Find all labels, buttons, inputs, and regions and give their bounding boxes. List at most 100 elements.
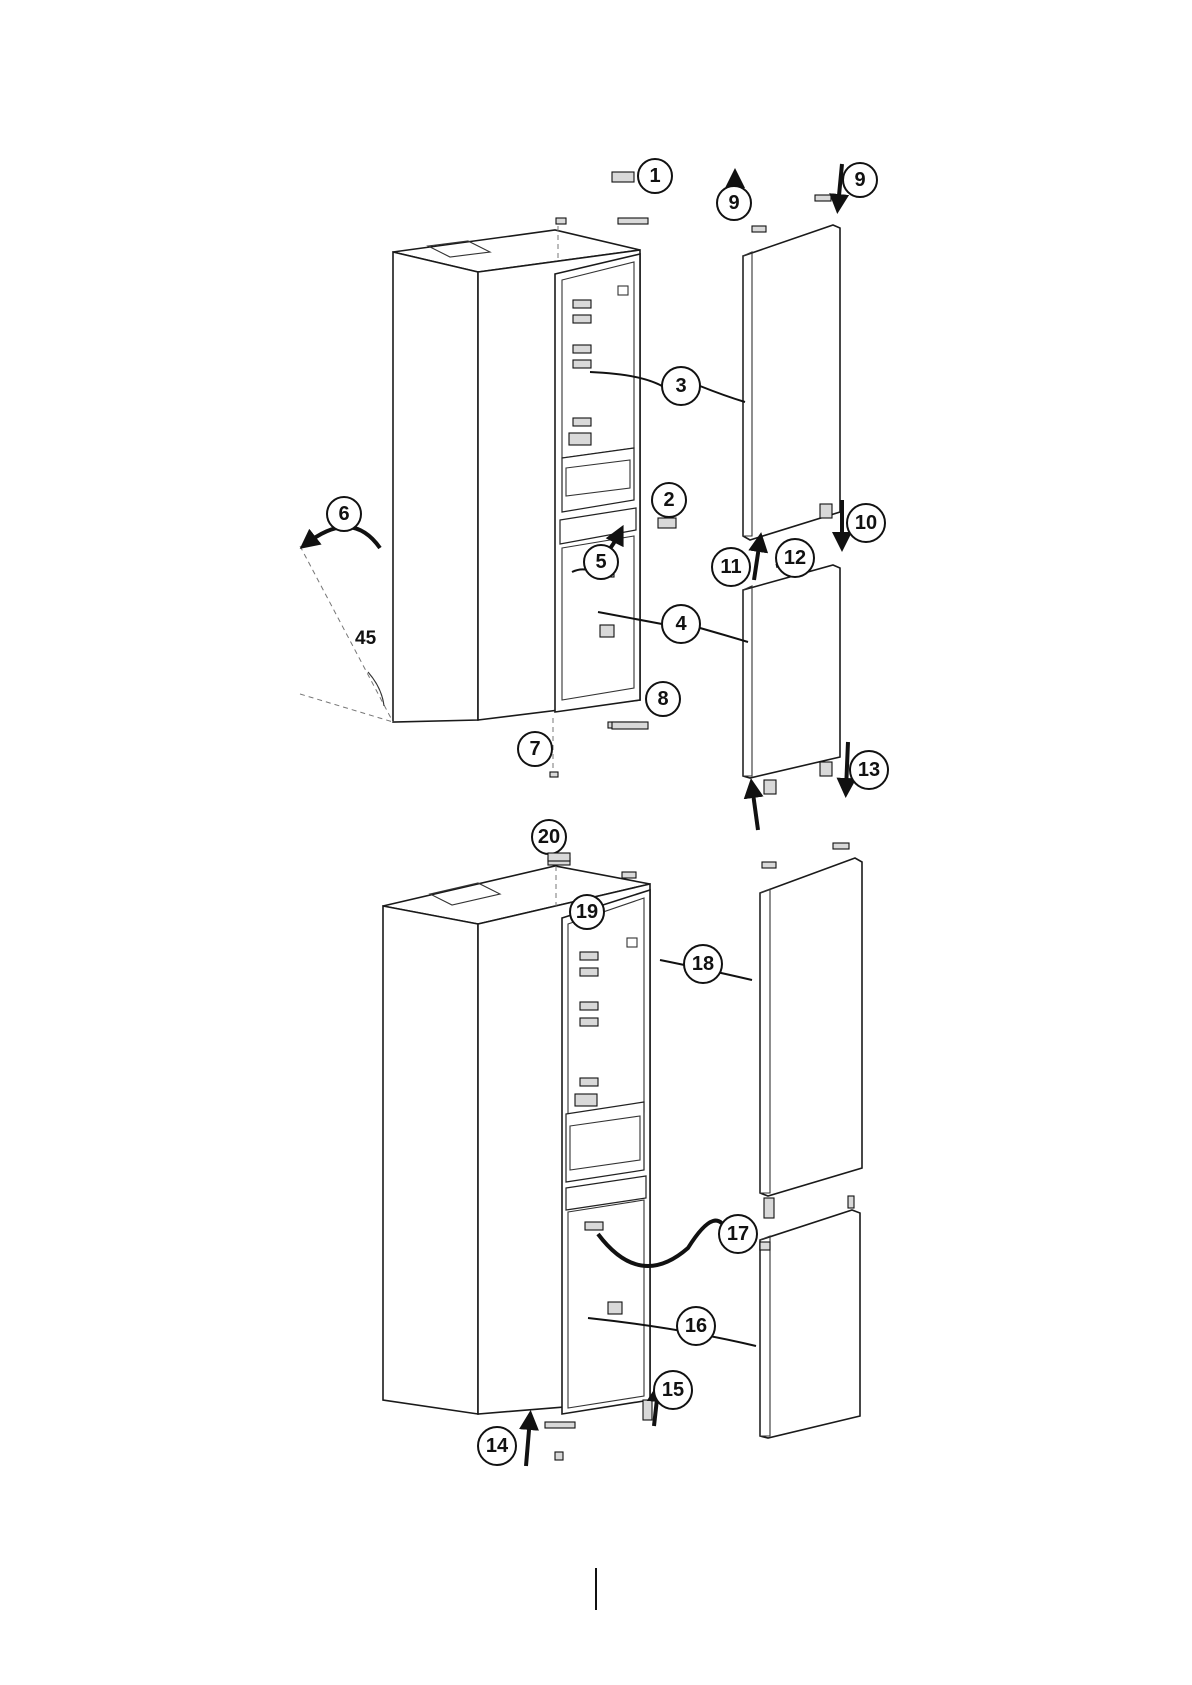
callout-number-11: 11	[720, 556, 741, 578]
top-shelf-bracket	[573, 360, 591, 368]
top-freezer-hinge-cover	[600, 625, 614, 637]
bottom-top-screws	[622, 872, 636, 878]
callout-number-13: 13	[858, 759, 880, 781]
callout-6: 6	[327, 497, 361, 531]
top-lower-hinge-pin	[764, 780, 776, 794]
callout-number-6: 6	[338, 503, 349, 525]
top-lower-door	[743, 565, 840, 794]
top-thermostat	[569, 433, 591, 445]
top-upper-door-panel	[743, 225, 840, 540]
top-shelf-bracket	[573, 315, 591, 323]
callout-number-12: 12	[784, 547, 806, 569]
callout-9-left: 9	[717, 186, 751, 220]
callout-number-4: 4	[675, 613, 687, 635]
bottom-crisper-drawer	[566, 1102, 644, 1182]
leader-4-right	[700, 628, 748, 642]
callout-12: 12	[776, 539, 814, 577]
top-hinge-screw	[556, 218, 566, 224]
bottom-lower-door-hinge	[760, 1242, 770, 1250]
callout-number-10: 10	[855, 512, 877, 534]
top-shelf-bracket	[573, 418, 591, 426]
bottom-shelf-bracket	[580, 1018, 598, 1026]
callout-3: 3	[662, 367, 700, 405]
callout-number-9-left: 9	[728, 192, 739, 214]
arrow-13-up	[752, 786, 758, 830]
part-2-hinge	[658, 518, 676, 528]
callout-number-20: 20	[538, 826, 560, 848]
bottom-upper-door-cap	[762, 862, 776, 868]
callout-number-7: 7	[529, 738, 540, 760]
bottom-shelf-bracket	[580, 968, 598, 976]
top-upper-door-cap-right	[815, 195, 831, 201]
callout-18: 18	[684, 945, 722, 983]
top-shelf-bracket	[573, 345, 591, 353]
callout-14: 14	[478, 1427, 516, 1465]
bottom-fridge-cabinet	[383, 858, 652, 1460]
callout-10: 10	[847, 504, 885, 542]
top-foot-screw	[550, 772, 558, 777]
leader-3-right	[700, 386, 745, 402]
callout-13: 13	[850, 751, 888, 789]
callout-number-3: 3	[675, 375, 686, 397]
callout-number-18: 18	[692, 953, 714, 975]
callout-5: 5	[584, 545, 618, 579]
part-20-hinge-cover	[548, 853, 570, 861]
bottom-lower-door-screw	[848, 1196, 854, 1208]
bottom-foot-right	[643, 1400, 652, 1420]
top-middle-hinge	[820, 504, 832, 518]
bottom-upper-door-panel	[760, 858, 862, 1196]
callout-number-17: 17	[727, 1223, 749, 1245]
callout-20: 20	[532, 820, 566, 854]
bottom-foot	[555, 1452, 563, 1460]
part-8-hinge	[612, 722, 648, 729]
callout-number-8: 8	[657, 688, 668, 710]
callout-number-5: 5	[595, 551, 606, 573]
callout-number-14: 14	[486, 1435, 509, 1457]
callout-4: 4	[662, 605, 700, 643]
top-cabinet-side	[393, 252, 478, 722]
bottom-shelf-bracket	[580, 1078, 598, 1086]
callout-7: 7	[518, 732, 552, 766]
bottom-upper-door-cap-right	[833, 843, 849, 849]
callout-number-9-right: 9	[854, 169, 865, 191]
callout-number-1: 1	[649, 165, 660, 187]
bottom-cabinet-side	[383, 906, 478, 1414]
bottom-shelf-bracket	[580, 1002, 598, 1010]
callout-number-16: 16	[685, 1315, 707, 1337]
callout-15: 15	[654, 1371, 692, 1409]
callout-17: 17	[719, 1215, 757, 1253]
tilt-line-horizontal	[300, 694, 393, 722]
bottom-upper-door	[760, 843, 862, 1218]
bottom-shelf-bracket	[580, 952, 598, 960]
callout-9-right: 9	[843, 163, 877, 197]
tilt-angle-label: 45	[355, 628, 377, 649]
callout-2: 2	[652, 483, 686, 517]
top-fridge-cabinet	[393, 218, 648, 777]
callout-8: 8	[646, 682, 680, 716]
arrow-11-up	[754, 540, 760, 580]
bottom-lower-door-panel	[760, 1210, 860, 1438]
arrow-14-up	[526, 1418, 530, 1466]
callout-11: 11	[712, 548, 750, 586]
top-shelf-bracket	[573, 300, 591, 308]
bottom-lower-door	[760, 1196, 860, 1438]
tilt-guide: 45	[300, 546, 393, 722]
callout-number-15: 15	[662, 1379, 684, 1401]
top-lower-hinge-bracket	[820, 762, 832, 776]
top-upper-door	[743, 195, 840, 540]
bottom-middle-hinge	[585, 1222, 603, 1230]
callout-16: 16	[677, 1307, 715, 1345]
top-upper-door-cap	[752, 226, 766, 232]
top-lower-door-panel	[743, 565, 840, 778]
callout-19: 19	[570, 895, 604, 929]
callout-number-2: 2	[663, 489, 674, 511]
part-1-hinge-cover	[612, 172, 634, 182]
bottom-door-hinge-pin	[764, 1198, 774, 1218]
bottom-hinge-plate	[545, 1422, 575, 1428]
arrow-9-down	[838, 164, 842, 206]
bottom-freezer-hinge-cover	[608, 1302, 622, 1314]
top-top-hinge	[618, 218, 648, 224]
tilt-line-vertical	[300, 546, 393, 722]
bottom-thermostat	[575, 1094, 597, 1106]
